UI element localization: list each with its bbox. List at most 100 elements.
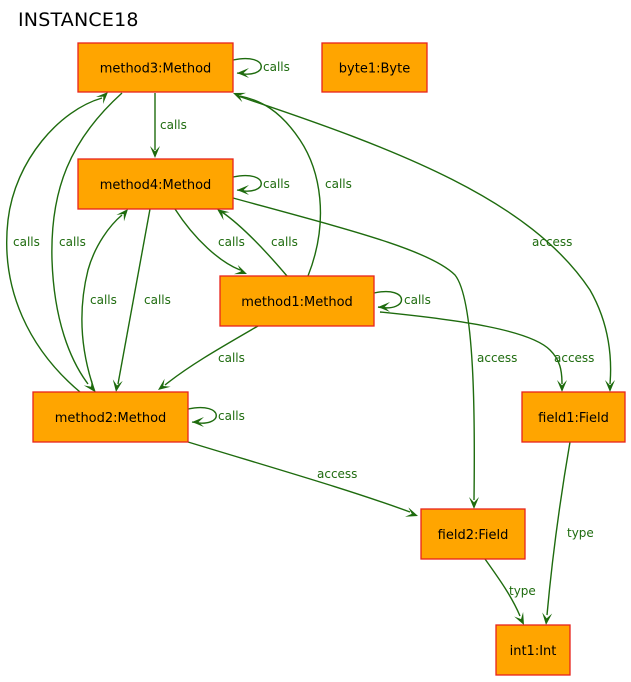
node-label: field2:Field [438,528,509,543]
edge-arrowhead [514,612,524,625]
edge-label: calls [160,118,187,132]
edge-line [187,441,411,513]
edge-method1-to-method4: calls [217,209,298,277]
edge-arrowhead [237,185,249,195]
edge-line [232,197,476,501]
edge-method4-to-method2: calls [112,208,171,392]
edge-method2-to-method4: calls [81,209,128,393]
edge-method2-to-method3: calls [6,92,108,393]
edge-arrowhead [192,417,204,427]
node-byte1[interactable]: byte1:Byte [321,42,428,93]
edge-arrowhead [233,92,246,103]
edge-method1-to-method1: calls [373,290,431,312]
node-label: byte1:Byte [339,62,410,77]
node-label: int1:Int [510,644,557,659]
node-box[interactable] [77,158,234,210]
edge-method1-to-method2: calls [158,325,259,390]
node-box[interactable] [521,391,626,443]
edge-line [379,311,563,385]
node-method2[interactable]: method2:Method [32,391,189,443]
edge-line [373,290,403,309]
node-method4[interactable]: method4:Method [77,158,234,210]
edge-label: access [477,351,517,365]
edge-arrowhead [116,209,128,222]
edge-arrowhead [378,302,390,312]
node-int1[interactable]: int1:Int [495,624,571,676]
edge-line [232,57,262,75]
edge-line [6,97,103,393]
edge-line [174,208,241,271]
edge-arrowhead [237,68,249,78]
edge-field1-to-int1: type [542,441,594,625]
edge-arrowhead [217,209,230,221]
node-box[interactable] [495,624,571,676]
edge-label: calls [325,177,352,191]
node-method3[interactable]: method3:Method [77,42,234,93]
edge-label: calls [218,351,245,365]
nodes-layer: method3:Method byte1:Byte method4:Method me… [32,42,626,676]
edge-method4-to-field2: access [232,197,517,509]
edge-arrowhead [557,380,567,392]
edge-arrowhead [605,380,615,392]
node-label: method2:Method [55,411,167,426]
edge-field2-to-int1: type [484,558,536,625]
edge-label: calls [90,293,117,307]
edge-label: access [554,351,594,365]
diagram-title: INSTANCE18 [18,9,139,31]
node-box[interactable] [219,275,375,327]
edge-label: calls [13,235,40,249]
edge-method3-to-field1: access [237,95,615,392]
edge-method3-to-method3: calls [232,57,290,78]
node-field2[interactable]: field2:Field [420,508,526,560]
edge-line [232,174,262,192]
edge-arrowhead [234,264,247,275]
edge-line [51,92,123,385]
edge-label: type [509,584,536,598]
edge-arrowhead [158,378,171,390]
node-box[interactable] [77,42,234,93]
edge-line [221,211,288,277]
edge-method1-to-field1: access [379,311,594,392]
edge-label: calls [218,235,245,249]
edge-method4-to-method1: calls [174,208,247,275]
edge-label: calls [218,409,245,423]
edge-line [187,406,217,424]
edge-method3-to-method2: calls [51,92,123,392]
edge-label: type [567,526,594,540]
node-label: method3:Method [100,62,212,77]
node-label: method4:Method [100,178,212,193]
edge-line [237,95,612,385]
edge-arrowhead [469,497,479,509]
edge-line [81,214,123,393]
edge-label: access [532,235,572,249]
edge-arrowhead [95,92,108,105]
edge-method2-to-method2: calls [187,406,245,427]
node-label: method1:Method [241,295,353,310]
node-box[interactable] [321,42,428,93]
edge-label: calls [404,293,431,307]
edge-label: access [317,467,357,481]
edge-arrowhead [542,612,553,625]
edges-layer: calls calls calls calls access calls calls call… [6,57,615,625]
edge-label: calls [144,293,171,307]
edge-line [117,208,151,385]
edge-method3-to-method4: calls [150,93,187,158]
edge-line [546,441,571,616]
edge-line [484,558,521,617]
edge-arrowhead [112,379,123,392]
node-box[interactable] [32,391,189,443]
edge-label: calls [263,177,290,191]
edge-label: calls [271,235,298,249]
edge-arrowhead [405,507,418,517]
edge-line [164,325,259,386]
edge-method2-to-field2: access [187,441,418,517]
node-method1[interactable]: method1:Method [219,275,375,327]
node-field1[interactable]: field1:Field [521,391,626,443]
edge-method4-to-method4: calls [232,174,290,195]
node-box[interactable] [420,508,526,560]
node-label: field1:Field [538,411,609,426]
edge-label: calls [59,235,86,249]
edge-arrowhead [150,146,160,158]
edge-label: calls [263,60,290,74]
